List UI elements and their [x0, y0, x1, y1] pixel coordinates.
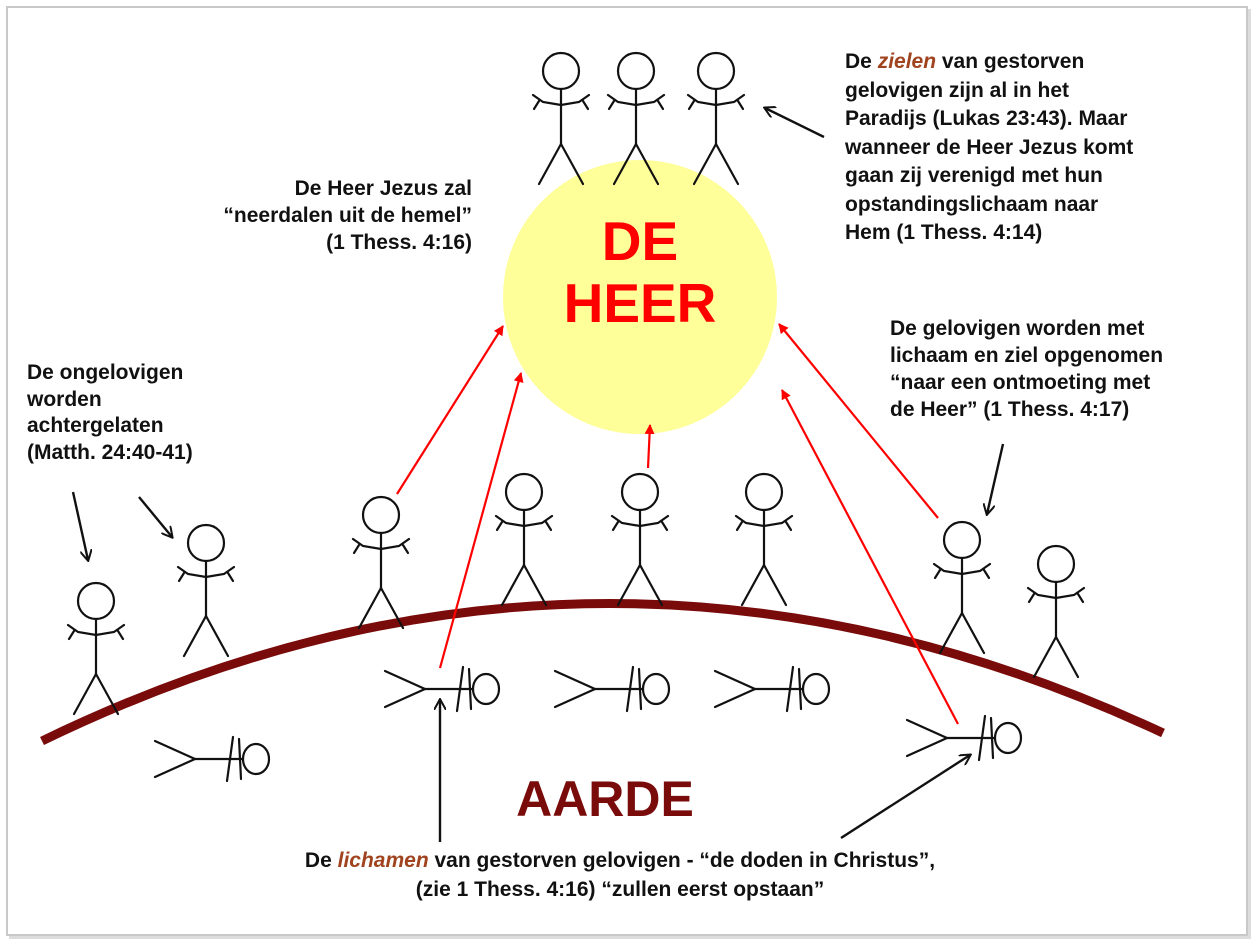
believer-figure-3: [610, 472, 670, 607]
unbeliever-figure-1: [66, 581, 126, 716]
lord-label-line2: HEER: [563, 272, 717, 334]
note-souls: De zielen van gestorven gelovigen zijn a…: [845, 48, 1245, 248]
note-souls-line5: gaan zij verenigd met hun: [845, 164, 1103, 187]
note-bodies-emphasis: lichamen: [337, 849, 429, 872]
dead-figure-1: [383, 665, 501, 713]
believer-figure-4: [734, 472, 794, 607]
note-believers: De gelovigen worden met lichaam en ziel …: [890, 315, 1250, 423]
unbelievers-pointer-arrow-1: [71, 491, 88, 560]
soul-figure-1: [531, 51, 591, 186]
note-believers-line4: de Heer” (1 Thess. 4:17): [890, 398, 1130, 421]
note-souls-suffix: van gestorven: [936, 50, 1085, 73]
bodies-pointer-arrow-2: [840, 755, 970, 840]
note-descend-line1: De Heer Jezus zal: [294, 177, 472, 200]
unbelievers-pointer-arrow-2: [138, 496, 172, 537]
note-descend-line2: “neerdalen uit de hemel”: [223, 204, 472, 227]
note-bodies-line1: De lichamen van gestorven gelovigen - “d…: [180, 846, 1060, 875]
believer-figure-6: [1026, 544, 1086, 679]
note-unbelievers: De ongelovigen worden achtergelaten (Mat…: [27, 360, 267, 466]
rise-arrow-1: [396, 325, 504, 495]
dead-figure-2: [553, 665, 671, 713]
note-bodies: De lichamen van gestorven gelovigen - “d…: [180, 846, 1060, 904]
note-unbelievers-line1: De ongelovigen: [27, 361, 184, 384]
note-souls-emphasis: zielen: [877, 50, 937, 73]
note-souls-line4: wanneer de Heer Jezus komt: [845, 135, 1134, 159]
note-believers-line2: lichaam en ziel opgenomen: [890, 344, 1164, 367]
believer-figure-1: [351, 495, 411, 630]
note-descend-line3: (1 Thess. 4:16): [326, 231, 472, 254]
note-souls-line2: gelovigen zijn al in het: [845, 78, 1070, 102]
dead-figure-4: [153, 735, 271, 783]
earth-label: AARDE: [470, 770, 740, 828]
note-unbelievers-line3: achtergelaten: [27, 414, 164, 437]
note-unbelievers-line4: (Matth. 24:40-41): [27, 440, 193, 464]
believers-pointer-arrow: [987, 443, 1005, 514]
soul-figure-3: [686, 51, 746, 186]
note-descend: De Heer Jezus zal “neerdalen uit de heme…: [160, 175, 472, 256]
note-bodies-prefix: De: [304, 849, 338, 872]
unbeliever-figure-2: [176, 523, 236, 658]
rise-arrow-5: [778, 323, 939, 519]
rise-arrow-4: [781, 389, 959, 725]
lord-circle: [503, 160, 777, 434]
note-souls-line1: De zielen van gestorven: [845, 48, 1245, 77]
note-unbelievers-line2: worden: [27, 387, 102, 411]
souls-pointer-arrow: [765, 108, 825, 139]
believer-figure-5: [932, 520, 992, 655]
earth-label-text: AARDE: [516, 771, 694, 827]
stick-figures: [66, 51, 1086, 783]
note-believers-line1: De gelovigen worden met: [890, 317, 1145, 340]
dead-figure-5: [905, 714, 1023, 762]
dead-figure-3: [713, 665, 831, 713]
note-souls-line3: Paradijs (Lukas 23:43). Maar: [845, 107, 1128, 130]
believer-figure-2: [494, 472, 554, 607]
note-souls-prefix: De: [845, 50, 878, 73]
note-souls-line7: Hem (1 Thess. 4:14): [845, 221, 1043, 244]
note-believers-line3: “naar een ontmoeting met: [890, 371, 1151, 394]
lord-label: DE HEER: [540, 210, 740, 334]
rise-arrow-2: [438, 372, 524, 669]
rise-arrow-3: [644, 424, 655, 469]
note-souls-line6: opstandingslichaam naar: [845, 192, 1099, 216]
lord-label-line1: DE: [601, 210, 679, 272]
note-bodies-suffix: van gestorven gelovigen - “de doden in C…: [428, 849, 936, 872]
note-bodies-line2: (zie 1 Thess. 4:16) “zullen eerst opstaa…: [415, 878, 825, 901]
earth-arc: [40, 598, 1165, 746]
soul-figure-2: [606, 51, 666, 186]
arrows: [71, 108, 1005, 842]
